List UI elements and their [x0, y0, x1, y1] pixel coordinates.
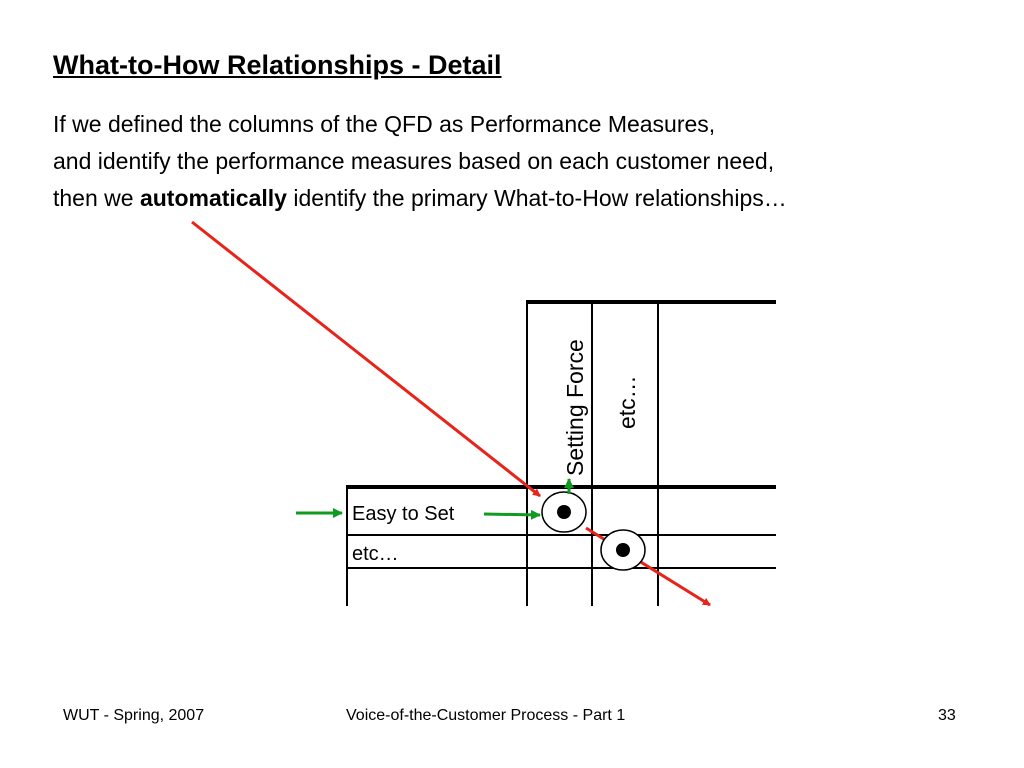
strong-relationship-symbol-2 — [600, 529, 646, 571]
row-label-easy-to-set: Easy to Set — [352, 503, 455, 525]
row-label-etc: etc… — [352, 543, 399, 565]
column-header-setting-force: Setting Force — [562, 339, 588, 476]
body-line-3-end: identify the primary What-to-How relatio… — [286, 185, 787, 211]
body-line-3: then we automatically identify the prima… — [53, 180, 993, 217]
strong-relationship-symbol-1 — [541, 491, 587, 533]
footer-course: WUT - Spring, 2007 — [63, 707, 205, 724]
body-line-1: If we defined the columns of the QFD as … — [53, 111, 716, 137]
slide-body-text: If we defined the columns of the QFD as … — [53, 106, 993, 217]
red-arrow-upper — [191, 220, 541, 498]
footer-presentation-title: Voice-of-the-Customer Process - Part 1 — [346, 707, 626, 724]
footer-page-number: 33 — [938, 707, 956, 724]
green-arrow-to-symbol — [483, 509, 541, 520]
column-header-etc: etc… — [614, 375, 640, 429]
slide-title: What-to-How Relationships - Detail — [53, 50, 502, 80]
body-line-2: and identify the performance measures ba… — [53, 148, 775, 174]
automatically-emphasis: automatically — [139, 185, 287, 211]
body-line-3-start: then we — [53, 185, 140, 211]
